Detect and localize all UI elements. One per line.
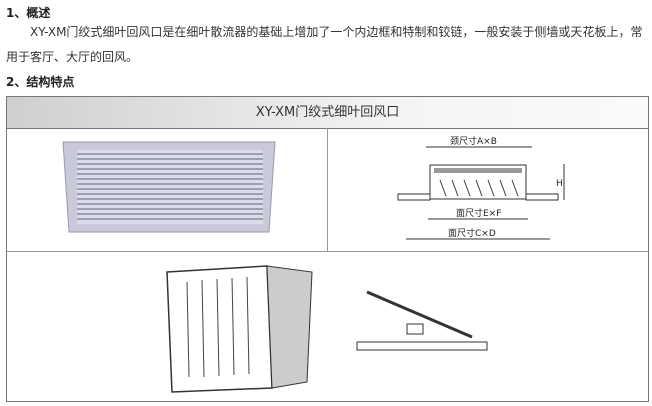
section-heading-overview: 1、概述 [6, 6, 51, 20]
inner-face-size-label: 面尺寸E×F [456, 207, 501, 219]
structure-drawing [166, 265, 488, 393]
structure-drawing-cell [7, 252, 648, 401]
product-table: XY-XM门绞式细叶回风口 颈尺寸A×B H 面尺寸E×F 面尺寸C×D [6, 96, 649, 402]
outer-face-size-label: 面尺寸C×D [448, 227, 496, 239]
product-photo-cell [7, 128, 328, 252]
dimension-drawing: 颈尺寸A×B H 面尺寸E×F 面尺寸C×D [397, 135, 565, 240]
neck-size-label: 颈尺寸A×B [450, 135, 497, 147]
dimension-drawing-cell: 颈尺寸A×B H 面尺寸E×F 面尺寸C×D [328, 128, 648, 252]
table-title: XY-XM门绞式细叶回风口 [7, 97, 648, 129]
section-heading-structure: 2、结构特点 [6, 75, 75, 89]
height-label: H [556, 179, 563, 189]
grille-photo [62, 141, 276, 233]
overview-paragraph: XY-XM门绞式细叶回风口是在细叶散流器的基础上增加了一个内边框和特制和铰链，一… [6, 25, 643, 64]
